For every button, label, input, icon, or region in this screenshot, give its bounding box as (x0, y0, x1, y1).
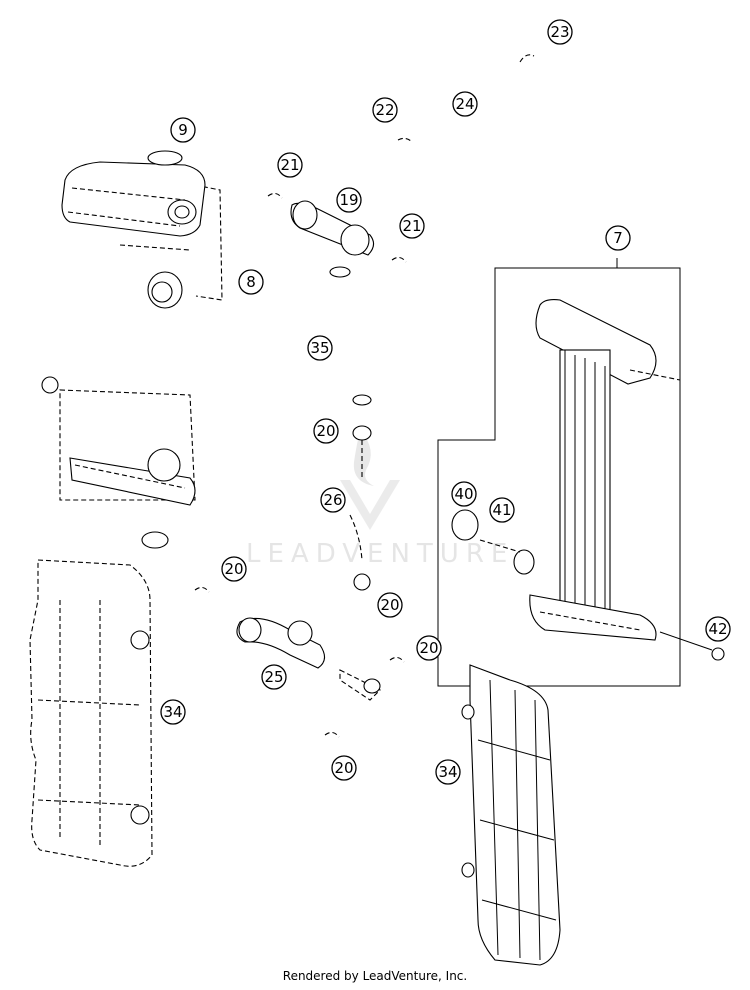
callout-24[interactable]: 24 (452, 91, 478, 117)
callout-20-d[interactable]: 20 (416, 635, 442, 661)
watermark-text: LEADVENTURE (246, 539, 514, 569)
svg-text:20: 20 (380, 596, 399, 614)
callout-42[interactable]: 42 (705, 616, 731, 642)
callout-8[interactable]: 8 (238, 269, 264, 295)
svg-text:22: 22 (375, 101, 394, 119)
callout-23[interactable]: 23 (547, 19, 573, 45)
svg-text:20: 20 (224, 560, 243, 578)
svg-text:8: 8 (246, 273, 256, 291)
svg-text:41: 41 (492, 501, 511, 519)
callout-20-e[interactable]: 20 (331, 755, 357, 781)
part-hose-26 (194, 394, 405, 738)
svg-text:34: 34 (438, 763, 457, 781)
part-shroud-right (461, 664, 561, 966)
svg-text:40: 40 (454, 485, 473, 503)
svg-text:20: 20 (316, 422, 335, 440)
callout-19[interactable]: 19 (336, 187, 362, 213)
callout-34-right[interactable]: 34 (435, 759, 461, 785)
callout-35[interactable]: 35 (307, 335, 333, 361)
svg-text:7: 7 (613, 229, 623, 247)
callout-7[interactable]: 7 (605, 225, 631, 251)
callout-20-c[interactable]: 20 (377, 592, 403, 618)
svg-text:26: 26 (323, 491, 342, 509)
svg-text:9: 9 (178, 121, 188, 139)
part-radiator-right-frame (437, 258, 681, 687)
part-radiator-tank-upper-left (61, 150, 223, 309)
svg-text:21: 21 (402, 217, 421, 235)
watermark-logo: LEADVENTURE (246, 430, 514, 569)
svg-text:24: 24 (455, 95, 474, 113)
footer-credit: Rendered by LeadVenture, Inc. (282, 969, 468, 983)
svg-text:42: 42 (708, 620, 727, 638)
part-hose-25 (236, 617, 381, 701)
callout-20-b[interactable]: 20 (221, 556, 247, 582)
callout-40[interactable]: 40 (451, 481, 477, 507)
svg-text:35: 35 (310, 339, 329, 357)
callout-41[interactable]: 41 (489, 497, 515, 523)
callout-34-left[interactable]: 34 (160, 699, 186, 725)
part-shroud-left (29, 559, 153, 867)
callout-25[interactable]: 25 (261, 664, 287, 690)
callout-21-lower[interactable]: 21 (399, 213, 425, 239)
callout-22[interactable]: 22 (372, 97, 398, 123)
part-radiator-right (451, 299, 725, 661)
svg-text:25: 25 (264, 668, 283, 686)
part-hose-19 (267, 54, 535, 278)
callout-21-upper[interactable]: 21 (277, 152, 303, 178)
svg-text:20: 20 (419, 639, 438, 657)
svg-text:19: 19 (339, 191, 358, 209)
svg-text:23: 23 (550, 23, 569, 41)
callout-26[interactable]: 26 (320, 487, 346, 513)
callout-9[interactable]: 9 (170, 117, 196, 143)
part-radiator-left (41, 376, 196, 549)
svg-text:20: 20 (334, 759, 353, 777)
svg-text:34: 34 (163, 703, 182, 721)
svg-text:21: 21 (280, 156, 299, 174)
callout-20-a[interactable]: 20 (313, 418, 339, 444)
